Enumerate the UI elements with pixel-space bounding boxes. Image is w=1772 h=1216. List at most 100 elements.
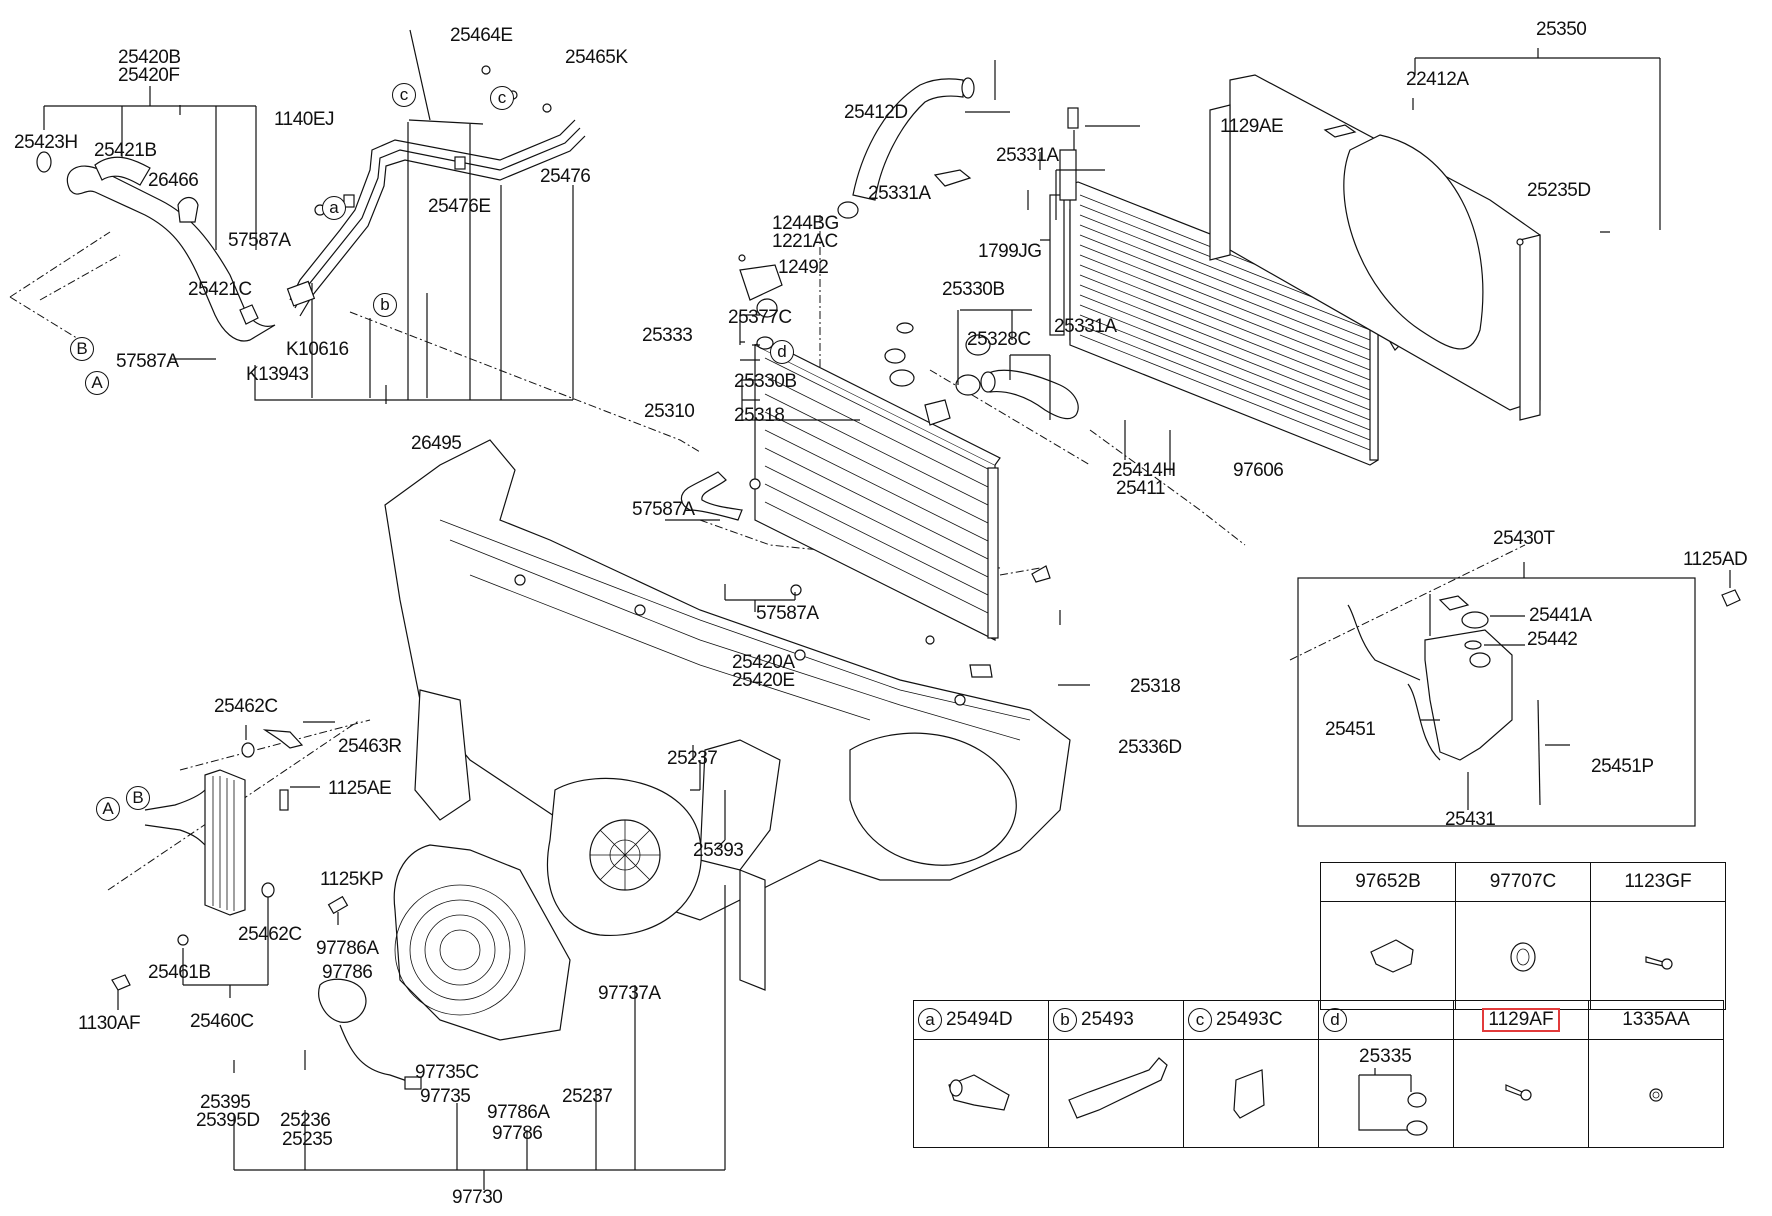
part-label-22412A[interactable]: 22412A	[1406, 69, 1469, 90]
part-label-25423H[interactable]: 25423H	[14, 132, 78, 153]
part-label-97730[interactable]: 97730	[452, 1187, 503, 1208]
callout-d[interactable]: d	[770, 340, 794, 364]
bolt-icon	[1505, 1084, 1532, 1101]
part-label-25464E[interactable]: 25464E	[450, 25, 513, 46]
callout-a[interactable]: a	[322, 196, 346, 220]
part-label-25442[interactable]: 25442	[1527, 629, 1578, 650]
oil-cooler	[111, 721, 349, 1010]
part-label-25430T[interactable]: 25430T	[1493, 528, 1555, 549]
part-label-25331A[interactable]: 25331A	[868, 183, 931, 204]
part-label-25310[interactable]: 25310	[644, 401, 695, 422]
part-label-25476E[interactable]: 25476E	[428, 196, 491, 217]
part-label-26466[interactable]: 26466	[148, 170, 199, 191]
part-label-97735[interactable]: 97735	[420, 1086, 471, 1107]
part-label-25462C[interactable]: 25462C	[238, 924, 302, 945]
part-label-25451[interactable]: 25451	[1325, 719, 1376, 740]
part-label-25318[interactable]: 25318	[1130, 676, 1181, 697]
part-label-97737A[interactable]: 97737A	[598, 983, 661, 1004]
legend-cell-97652B[interactable]: 97652B	[1320, 862, 1456, 902]
part-label-12492[interactable]: 12492	[778, 257, 829, 278]
part-label-57587A[interactable]: 57587A	[116, 351, 179, 372]
callout-c[interactable]: c	[392, 83, 416, 107]
part-label-25331A[interactable]: 25331A	[1054, 316, 1117, 337]
part-label-25412D[interactable]: 25412D	[844, 102, 908, 123]
part-label-25420F[interactable]: 25420F	[118, 65, 180, 86]
part-label-25235[interactable]: 25235	[282, 1129, 333, 1150]
part-label-25236[interactable]: 25236	[280, 1110, 331, 1131]
part-label-25336D[interactable]: 25336D	[1118, 737, 1182, 758]
legend-cell-1129AF[interactable]: 1129AF	[1453, 1000, 1589, 1040]
part-label-25476[interactable]: 25476	[540, 166, 591, 187]
fan-motor-shroud	[318, 844, 571, 1090]
callout-b[interactable]: b	[373, 293, 397, 317]
part-label-57587A[interactable]: 57587A	[228, 230, 291, 251]
callout-B[interactable]: B	[70, 337, 94, 361]
part-label-1130AF[interactable]: 1130AF	[78, 1013, 141, 1034]
part-label-25451P[interactable]: 25451P	[1591, 756, 1654, 777]
legend-cell-1123GF[interactable]: 1123GF	[1590, 862, 1726, 902]
callout-c[interactable]: c	[490, 86, 514, 110]
highlighted-part-1129AF[interactable]: 1129AF	[1482, 1008, 1560, 1032]
part-label-97786[interactable]: 97786	[492, 1123, 543, 1144]
part-label-1125KP[interactable]: 1125KP	[320, 869, 384, 890]
part-label-25237[interactable]: 25237	[667, 748, 718, 769]
part-label-25414H[interactable]: 25414H	[1112, 460, 1176, 481]
part-label-25420E[interactable]: 25420E	[732, 670, 795, 691]
part-label-97786A[interactable]: 97786A	[316, 938, 379, 959]
part-label-25431[interactable]: 25431	[1445, 809, 1496, 830]
part-label-97786A[interactable]: 97786A	[487, 1102, 550, 1123]
part-label-25395[interactable]: 25395	[200, 1092, 251, 1113]
part-label-25318[interactable]: 25318	[734, 405, 785, 426]
part-label-25393[interactable]: 25393	[693, 840, 744, 861]
part-label-25462C[interactable]: 25462C	[214, 696, 278, 717]
part-label-97606[interactable]: 97606	[1233, 460, 1284, 481]
part-label-25395D[interactable]: 25395D	[196, 1110, 260, 1131]
part-label-1221AC[interactable]: 1221AC	[772, 231, 838, 252]
part-label-25328C[interactable]: 25328C	[967, 329, 1031, 350]
part-label-K10616[interactable]: K10616	[286, 339, 349, 360]
legend-cell-d[interactable]: d	[1318, 1000, 1454, 1040]
part-label-25411[interactable]: 25411	[1116, 478, 1165, 499]
part-label-25330B[interactable]: 25330B	[942, 279, 1005, 300]
part-label-25465K[interactable]: 25465K	[565, 47, 628, 68]
callout-B[interactable]: B	[126, 786, 150, 810]
part-label-K13943[interactable]: K13943	[246, 364, 309, 385]
part-label-25377C[interactable]: 25377C	[728, 307, 792, 328]
legend-cell-1335AA[interactable]: 1335AA	[1588, 1000, 1724, 1040]
legend-cell-97707C[interactable]: 97707C	[1455, 862, 1591, 902]
legend-image-25493C	[1183, 1039, 1319, 1148]
part-label-1125AE[interactable]: 1125AE	[328, 778, 392, 799]
part-label-25350[interactable]: 25350	[1536, 19, 1587, 40]
part-label-57587A[interactable]: 57587A	[632, 499, 695, 520]
part-label-25421B[interactable]: 25421B	[94, 140, 157, 161]
callout-c: c	[1188, 1008, 1212, 1032]
part-label-25333[interactable]: 25333	[642, 325, 693, 346]
part-label-1129AE[interactable]: 1129AE	[1220, 116, 1284, 137]
part-label-25421C[interactable]: 25421C	[188, 279, 252, 300]
part-label-25235D[interactable]: 25235D	[1527, 180, 1591, 201]
callout-A[interactable]: A	[85, 371, 109, 395]
part-label-25420B[interactable]: 25420B	[118, 47, 181, 68]
part-label-25460C[interactable]: 25460C	[190, 1011, 254, 1032]
part-label-1799JG[interactable]: 1799JG	[978, 241, 1042, 262]
part-label-25330B[interactable]: 25330B	[734, 371, 797, 392]
part-label-97735C[interactable]: 97735C	[415, 1062, 479, 1083]
part-label-25331A[interactable]: 25331A	[996, 145, 1059, 166]
part-label-1140EJ[interactable]: 1140EJ	[274, 109, 335, 130]
callout-A[interactable]: A	[96, 797, 120, 821]
part-label-1125AD[interactable]: 1125AD	[1683, 549, 1748, 570]
part-label-25335[interactable]: 25335	[1359, 1046, 1412, 1067]
part-label-25441A[interactable]: 25441A	[1529, 605, 1592, 626]
part-label-26495[interactable]: 26495	[411, 433, 462, 454]
part-label-25237[interactable]: 25237	[562, 1086, 613, 1107]
part-label-25420A[interactable]: 25420A	[732, 652, 795, 673]
part-label-1244BG[interactable]: 1244BG	[772, 213, 839, 234]
part-label-25461B[interactable]: 25461B	[148, 962, 211, 983]
legend-image-1123GF	[1590, 901, 1726, 1010]
part-label-97786[interactable]: 97786	[322, 962, 373, 983]
part-label-25463R[interactable]: 25463R	[338, 736, 402, 757]
part-label-57587A[interactable]: 57587A	[756, 603, 819, 624]
